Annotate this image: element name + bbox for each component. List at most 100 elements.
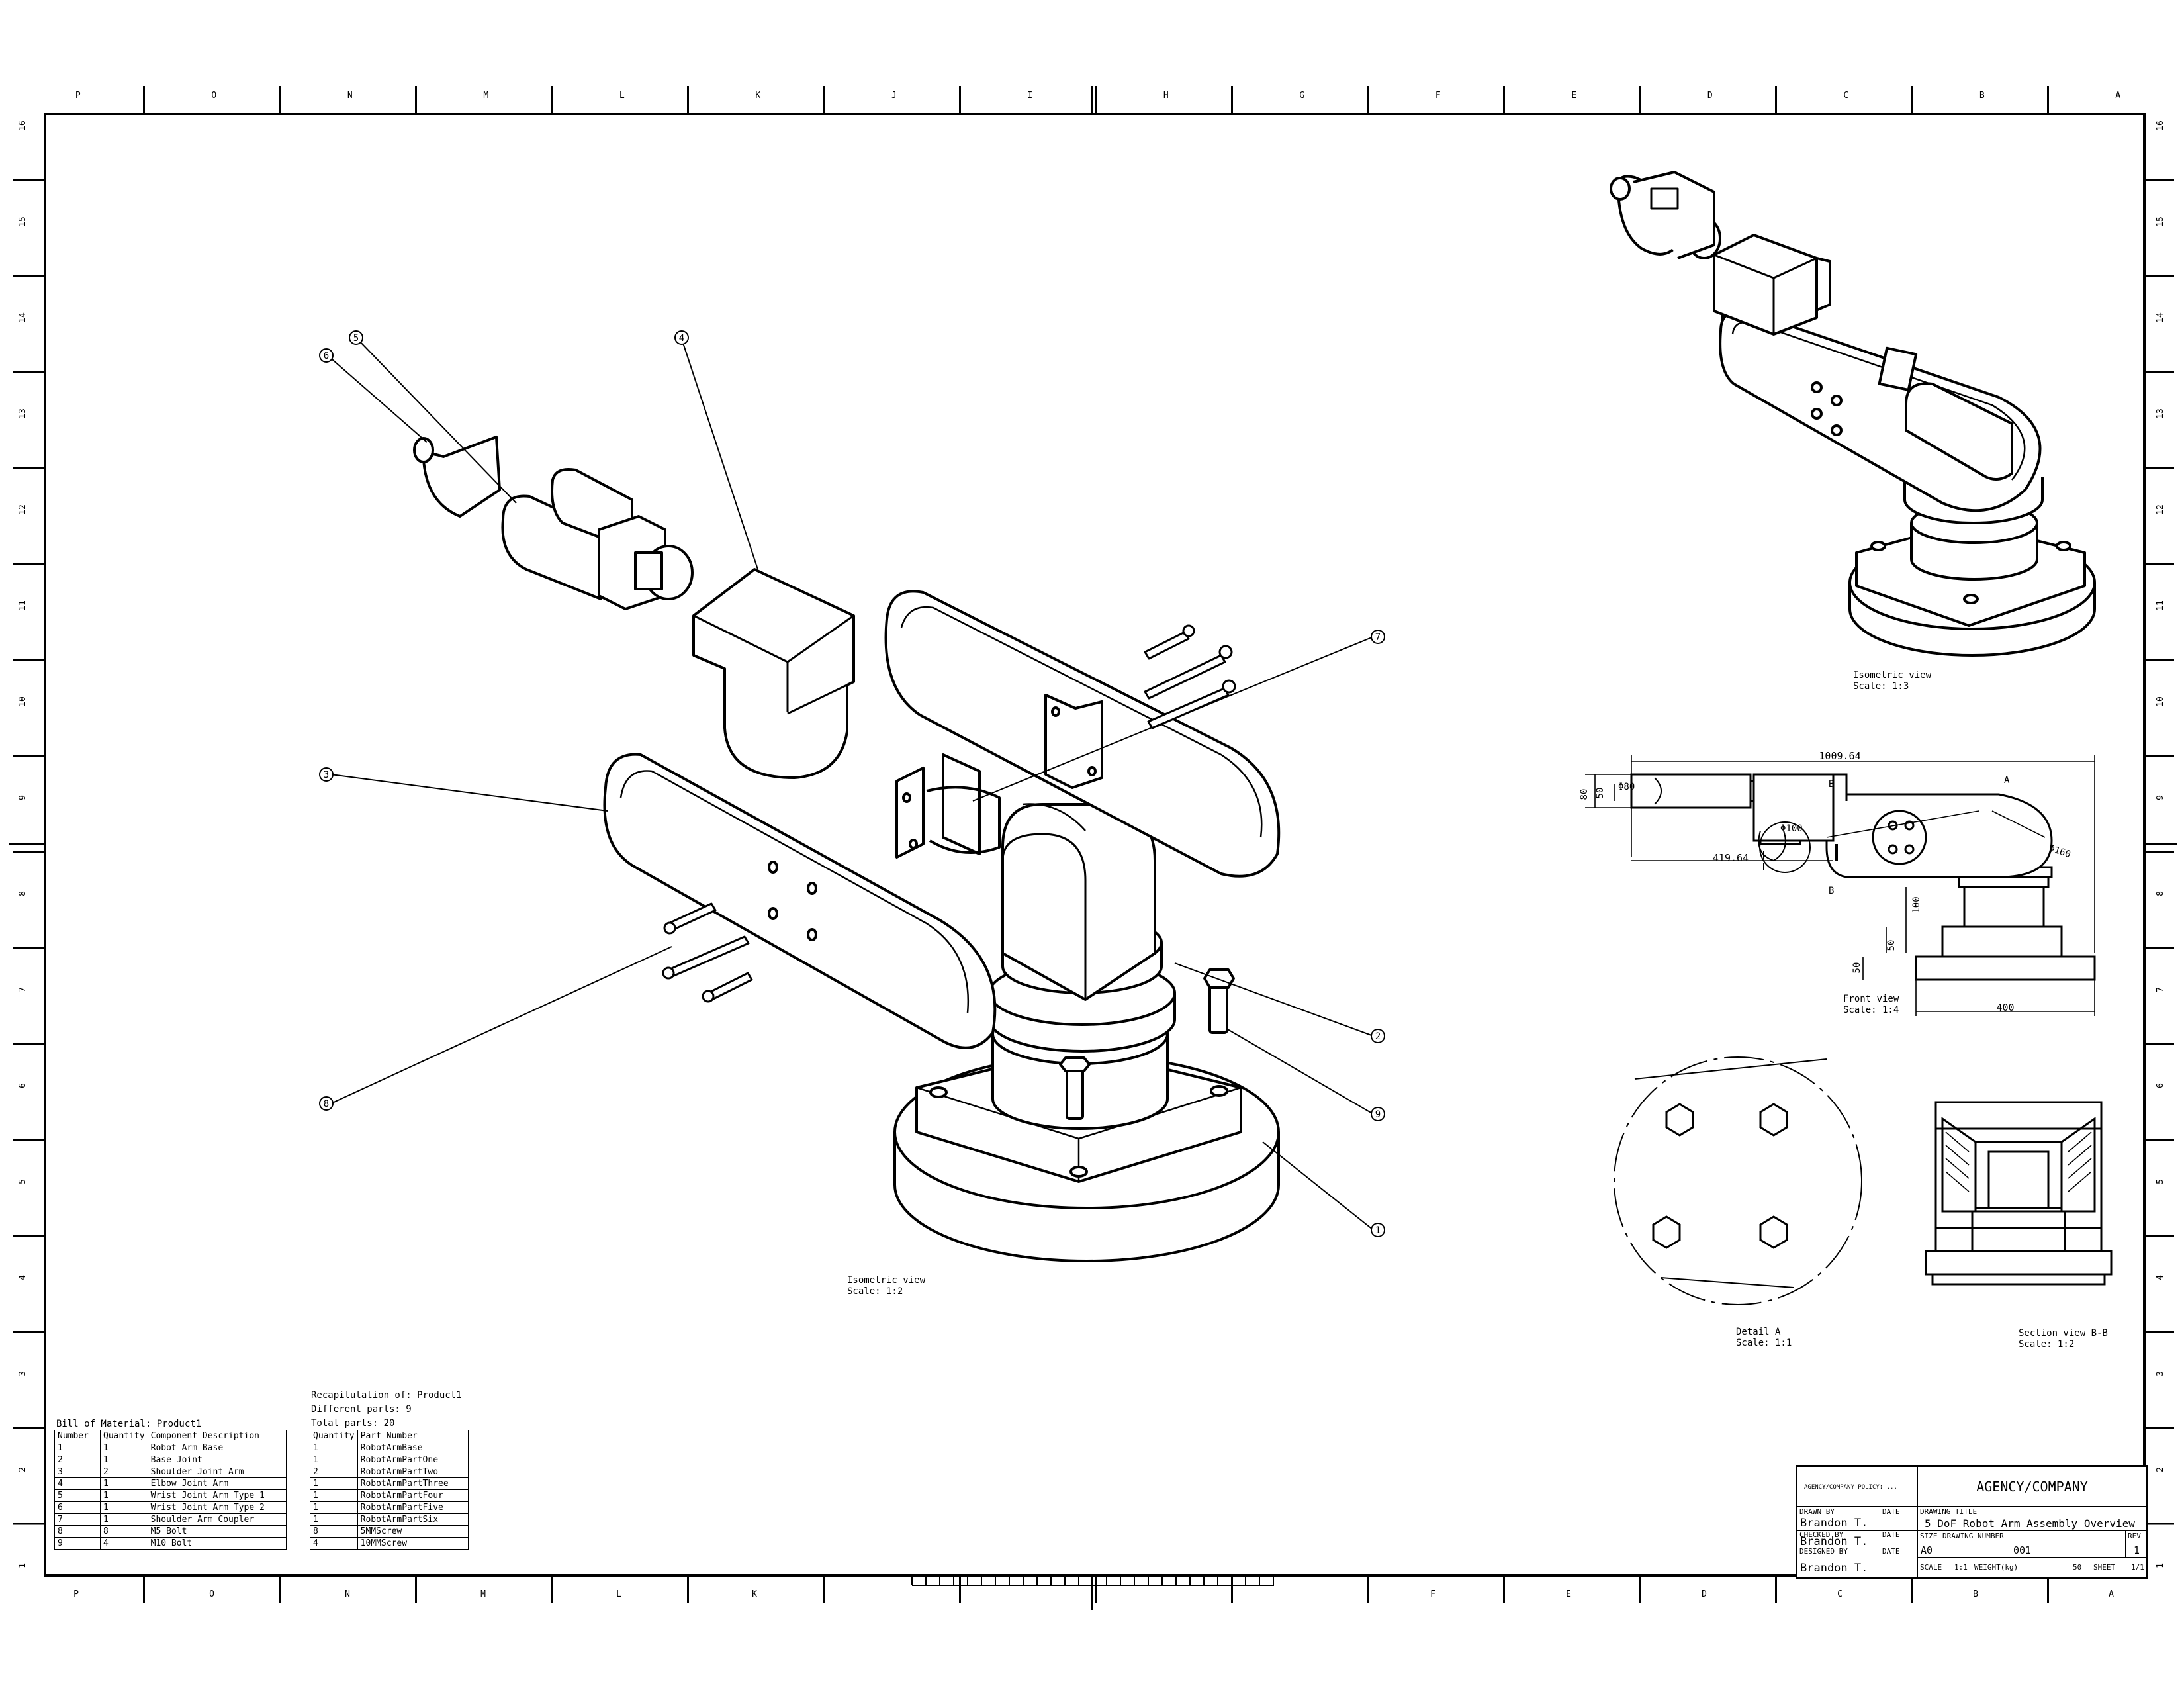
bom-cell: 1 — [100, 1501, 148, 1514]
zone-row-left-8: 8 — [18, 891, 28, 896]
bom-header-cell: Quantity — [100, 1430, 148, 1442]
zone-col-bottom-f: F — [1430, 1589, 1435, 1599]
zone-col-bottom-l: L — [616, 1589, 621, 1599]
bom-cell: 7 — [54, 1513, 101, 1526]
recap-header-cell: Quantity — [310, 1430, 358, 1442]
svg-text:7: 7 — [1375, 632, 1381, 643]
dim-dia-160: Φ160 — [2048, 843, 2072, 861]
designed-by-label: DESIGNED BY — [1799, 1547, 1848, 1556]
detail-a-scale: Scale: 1:1 — [1736, 1338, 1792, 1348]
policy-text: AGENCY/COMPANY POLICY; ... — [1804, 1484, 1897, 1491]
recap-cell: RobotArmPartFour — [357, 1489, 469, 1502]
section-label-b-bottom: B — [1829, 886, 1834, 896]
zone-row-right-11: 11 — [2156, 600, 2165, 611]
callout-balloon-3: 3 — [319, 767, 334, 782]
bom-cell: Shoulder Arm Coupler — [147, 1513, 287, 1526]
zone-col-bottom-n: N — [345, 1589, 350, 1599]
zone-row-left-9: 9 — [18, 795, 28, 800]
m10-bolt-base — [1059, 1056, 1091, 1120]
zone-col-top-g: G — [1299, 91, 1304, 101]
recap-title: Recapitulation of: Product1 — [311, 1390, 462, 1401]
sheet-label: SHEET — [2093, 1563, 2116, 1571]
zone-row-left-7: 7 — [18, 987, 28, 992]
svg-text:3: 3 — [324, 770, 329, 780]
zone-row-right-10: 10 — [2156, 696, 2165, 707]
svg-text:6: 6 — [324, 351, 329, 361]
bom-title: Bill of Material: Product1 — [56, 1419, 202, 1429]
callout-leaders — [327, 338, 1374, 1231]
exploded-isometric-view — [413, 436, 1281, 1262]
recap-cell: 1 — [310, 1454, 358, 1466]
section-bb-caption: Section view B-B — [2019, 1328, 2108, 1338]
zone-row-left-10: 10 — [18, 696, 28, 707]
recap-cell: RobotArmPartOne — [357, 1454, 469, 1466]
bom-cell: 6 — [54, 1501, 101, 1514]
dim-419: 419.64 — [1713, 852, 1749, 864]
zone-row-right-3: 3 — [2156, 1371, 2165, 1376]
bom-cell: 2 — [54, 1454, 101, 1466]
bom-cell: 2 — [100, 1466, 148, 1478]
designed-by-value: Brandon T. — [1800, 1562, 1868, 1575]
zone-row-right-5: 5 — [2156, 1179, 2165, 1184]
bom-cell: 9 — [54, 1537, 101, 1550]
svg-text:8: 8 — [324, 1099, 329, 1109]
zone-col-bottom-p: P — [73, 1589, 79, 1599]
title-block: AGENCY/COMPANY POLICY; ... AGENCY/COMPAN… — [1796, 1465, 2148, 1579]
bom-cell: Base Joint — [147, 1454, 287, 1466]
center-ruler — [911, 1577, 1274, 1586]
m10-bolt — [1203, 968, 1235, 1034]
zone-col-bottom-c: C — [1837, 1589, 1843, 1599]
drawn-by-label: DRAWN BY — [1799, 1507, 1835, 1516]
recap-cell: RobotArmPartTwo — [357, 1466, 469, 1478]
zone-row-left-5: 5 — [18, 1179, 28, 1184]
zone-row-right-14: 14 — [2156, 312, 2165, 323]
designed-date-label: DATE — [1882, 1547, 1900, 1556]
zone-col-top-l: L — [619, 91, 625, 101]
dim-base-400: 400 — [1996, 1002, 2014, 1013]
front-view-caption: Front view — [1843, 994, 1899, 1004]
svg-text:9: 9 — [1375, 1109, 1381, 1120]
bom-cell: 3 — [54, 1466, 101, 1478]
recap-different: Different parts: 9 — [311, 1404, 412, 1415]
recap-cell: RobotArmPartThree — [357, 1477, 469, 1490]
bom-cell: Wrist Joint Arm Type 2 — [147, 1501, 287, 1514]
detail-a-view — [1614, 1056, 1862, 1305]
checked-by-label: CHECKED BY — [1799, 1530, 1844, 1539]
zone-row-right-1: 1 — [2156, 1563, 2165, 1568]
zone-row-left-15: 15 — [18, 216, 28, 227]
bom-cell: 1 — [100, 1489, 148, 1502]
detail-label-a: A — [2004, 775, 2010, 786]
zone-col-top-h: H — [1163, 91, 1169, 101]
zone-col-bottom-d: D — [1702, 1589, 1707, 1599]
bom-cell: Robot Arm Base — [147, 1442, 287, 1454]
section-view-bb — [1925, 1101, 2113, 1286]
front-view-dimension-text: 1009.64 80 50 Φ80 Φ100 Φ160 419.64 100 5… — [1579, 750, 2072, 1013]
zone-row-right-8: 8 — [2156, 891, 2165, 896]
bom-cell: 1 — [100, 1477, 148, 1490]
iso-small-scale: Scale: 1:3 — [1853, 681, 1909, 692]
drawing-number-label: DRAWING NUMBER — [1942, 1532, 2004, 1540]
zone-col-bottom-k: K — [752, 1589, 757, 1599]
bom-cell: 4 — [54, 1477, 101, 1490]
svg-text:5: 5 — [353, 333, 359, 344]
rev-label: REV — [2128, 1532, 2141, 1540]
zone-col-top-b: B — [1979, 91, 1985, 101]
checked-by-value: Brandon T. — [1800, 1535, 1868, 1548]
zone-row-right-4: 4 — [2156, 1275, 2165, 1280]
callout-balloon-9: 9 — [1371, 1107, 1385, 1121]
zone-row-left-14: 14 — [18, 312, 28, 323]
m5-bolts — [662, 624, 1236, 1003]
bom-cell: M5 Bolt — [147, 1525, 287, 1538]
company-cell: AGENCY/COMPANY — [1918, 1467, 2146, 1507]
zone-col-top-a: A — [2115, 91, 2120, 101]
zone-col-bottom-o: O — [209, 1589, 214, 1599]
zone-row-right-15: 15 — [2156, 216, 2165, 227]
